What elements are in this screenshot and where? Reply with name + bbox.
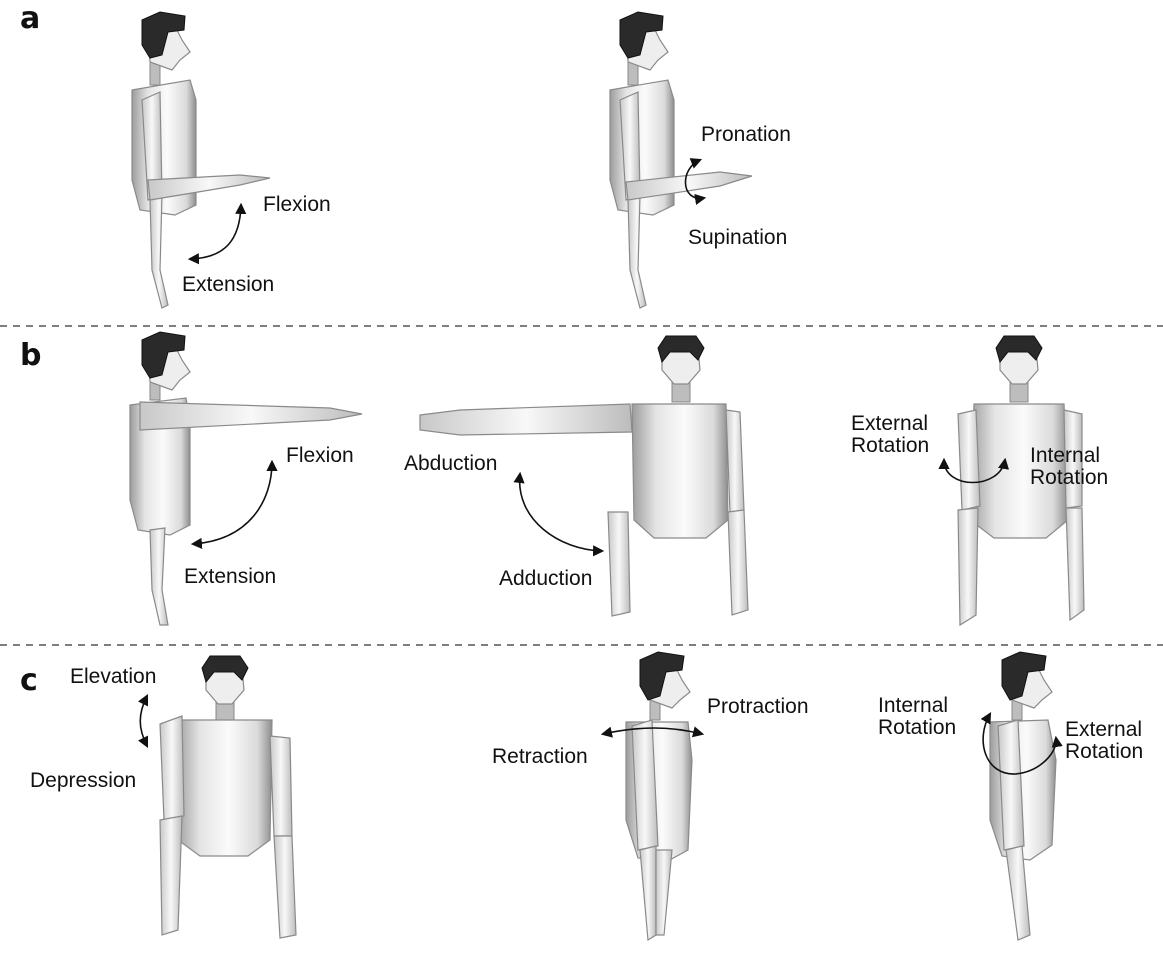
figure-elbow-flexion <box>132 12 270 308</box>
label-elbow-extension: Extension <box>182 273 274 296</box>
abduction-adduction-arrow <box>520 474 602 551</box>
label-internal-rotation-c-line: Internal <box>878 694 948 717</box>
elevation-depression-arrow <box>140 696 147 746</box>
figure-shoulder-rotation-side <box>990 652 1056 940</box>
label-external-rotation-c-line: External <box>1065 718 1142 741</box>
flexion-extension-arrow <box>190 205 241 259</box>
panel-letter-c: c <box>20 663 38 698</box>
label-retraction: Retraction <box>492 745 588 768</box>
label-external-rotation-b-line-2: Rotation <box>851 434 929 457</box>
label-protraction: Protraction <box>707 695 809 718</box>
panel-letter-b: b <box>20 338 41 373</box>
figure-shoulder-protraction <box>626 652 692 940</box>
label-internal-rotation-b-line: Internal <box>1030 444 1100 467</box>
label-elevation: Elevation <box>70 665 156 688</box>
label-abduction: Abduction <box>404 452 497 475</box>
label-pronation: Pronation <box>701 123 791 146</box>
shoulder-flexion-arrow <box>193 462 272 544</box>
label-internal-rotation-b-line-2: Rotation <box>1030 466 1108 489</box>
label-external-rotation-c-line-2: Rotation <box>1065 740 1143 763</box>
label-depression: Depression <box>30 769 136 792</box>
label-shoulder-flexion: Flexion <box>286 444 354 467</box>
figure-shoulder-elevation <box>160 656 296 938</box>
label-internal-rotation-c-line-2: Rotation <box>878 716 956 739</box>
label-shoulder-extension: Extension <box>184 565 276 588</box>
label-adduction: Adduction <box>499 567 592 590</box>
label-elbow-flexion: Flexion <box>263 193 331 216</box>
panel-letter-a: a <box>20 1 40 36</box>
figure-forearm-rotation <box>610 12 752 308</box>
label-supination: Supination <box>688 226 787 249</box>
label-external-rotation-b-line: External <box>851 412 928 435</box>
